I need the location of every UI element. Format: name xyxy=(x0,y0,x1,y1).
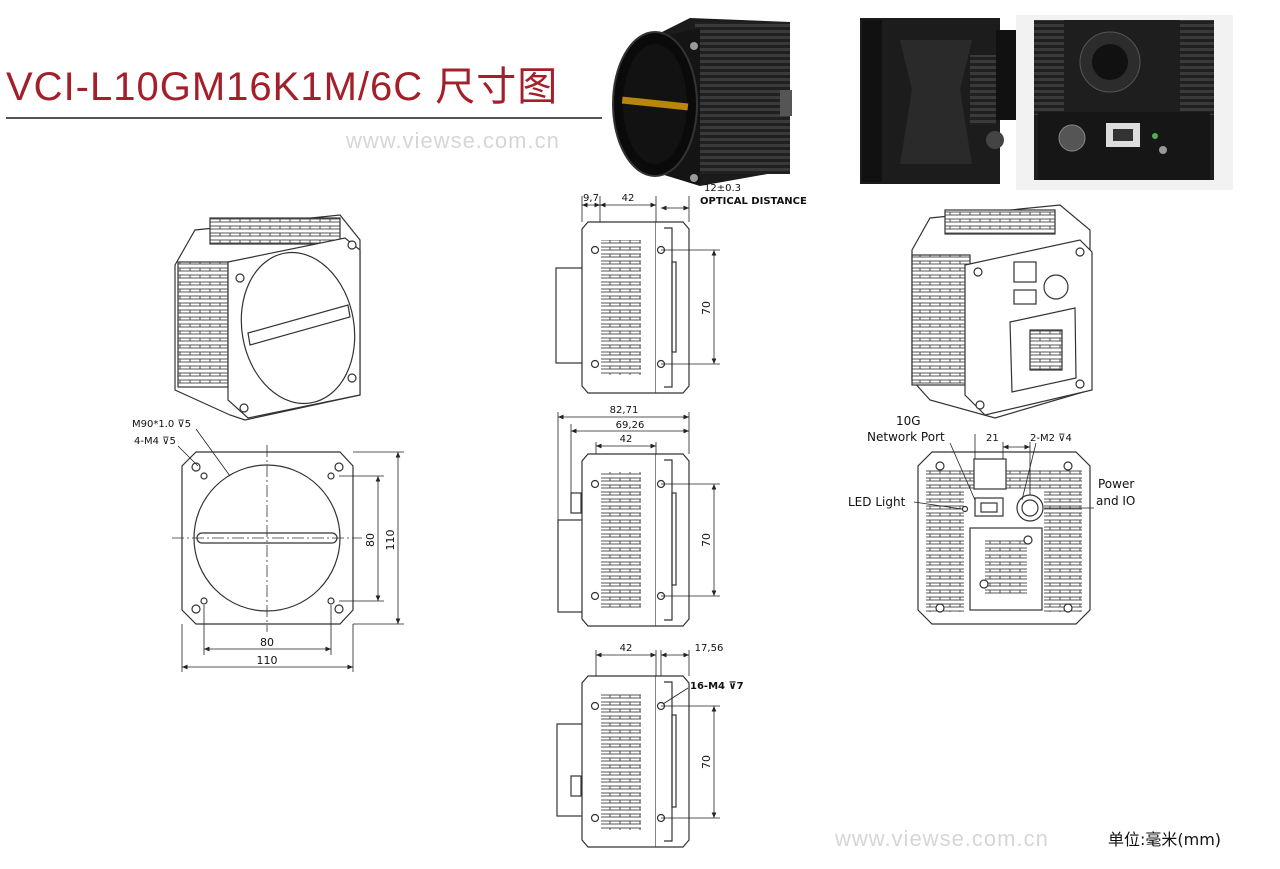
side-bottom-body-dim: 42 xyxy=(620,643,633,654)
side-view-bottom-drawing xyxy=(556,675,690,848)
front-width-inner-dim: 80 xyxy=(260,636,274,649)
side-top-hole-dim: 70 xyxy=(700,301,713,315)
title-divider xyxy=(6,117,602,119)
optical-distance-label: OPTICAL DISTANCE xyxy=(700,196,807,207)
unit-note: 单位:毫米(mm) xyxy=(1108,830,1222,849)
side-view-top-drawing xyxy=(555,221,690,394)
side-bottom-dimensions xyxy=(595,650,720,819)
side-top-flange-dim: 9,7 xyxy=(583,193,599,204)
iso-rear-drawing xyxy=(911,204,1093,419)
power-io-label-line2: and IO xyxy=(1096,494,1135,508)
front-height-inner-dim: 80 xyxy=(364,533,377,547)
front-view-dimensions xyxy=(177,428,404,672)
front-holes-callout: 4-M4 ⊽5 xyxy=(134,436,176,447)
side-mid-flange-dim: 69,26 xyxy=(616,420,645,431)
rear-holes-callout: 2-M2 ⊽4 xyxy=(1030,433,1072,444)
rear-view-drawing xyxy=(917,451,1091,625)
side-mid-total-dim: 82,71 xyxy=(610,405,639,416)
side-bottom-holes-callout: 16-M4 ⊽7 xyxy=(690,681,744,692)
side-top-body-dim: 42 xyxy=(622,193,635,204)
watermark-top: www.viewse.com.cn xyxy=(346,128,560,153)
page-title: VCI-L10GM16K1M/6C 尺寸图 xyxy=(6,65,559,109)
network-port-label-line1: 10G xyxy=(896,414,921,428)
side-mid-body-dim: 42 xyxy=(620,434,633,445)
front-view-drawing xyxy=(172,445,362,632)
rear-view-dimensions xyxy=(913,434,1094,510)
side-bottom-rear-dim: 17,56 xyxy=(695,643,724,654)
optical-tolerance-label: 12±0.3 xyxy=(704,183,741,194)
side-mid-hole-dim: 70 xyxy=(700,533,713,547)
led-light-label: LED Light xyxy=(848,495,906,509)
iso-front-drawing xyxy=(174,214,361,421)
side-view-mid-drawing xyxy=(557,453,690,627)
thread-callout: M90*1.0 ⊽5 xyxy=(132,419,191,430)
power-io-label-line1: Power xyxy=(1098,477,1134,491)
camera-photo-side xyxy=(860,18,1024,184)
watermark-bottom: www.viewse.com.cn xyxy=(835,826,1049,851)
port-spacing-dim: 21 xyxy=(986,433,999,444)
side-bottom-hole-dim: 70 xyxy=(700,755,713,769)
side-top-dimensions xyxy=(581,196,720,365)
front-width-outer-dim: 110 xyxy=(257,654,278,667)
side-mid-dimensions xyxy=(557,412,720,597)
camera-photo-rear xyxy=(1016,15,1233,190)
network-port-label-line2: Network Port xyxy=(867,430,945,444)
front-height-outer-dim: 110 xyxy=(384,530,397,551)
camera-photo-front xyxy=(612,18,792,186)
